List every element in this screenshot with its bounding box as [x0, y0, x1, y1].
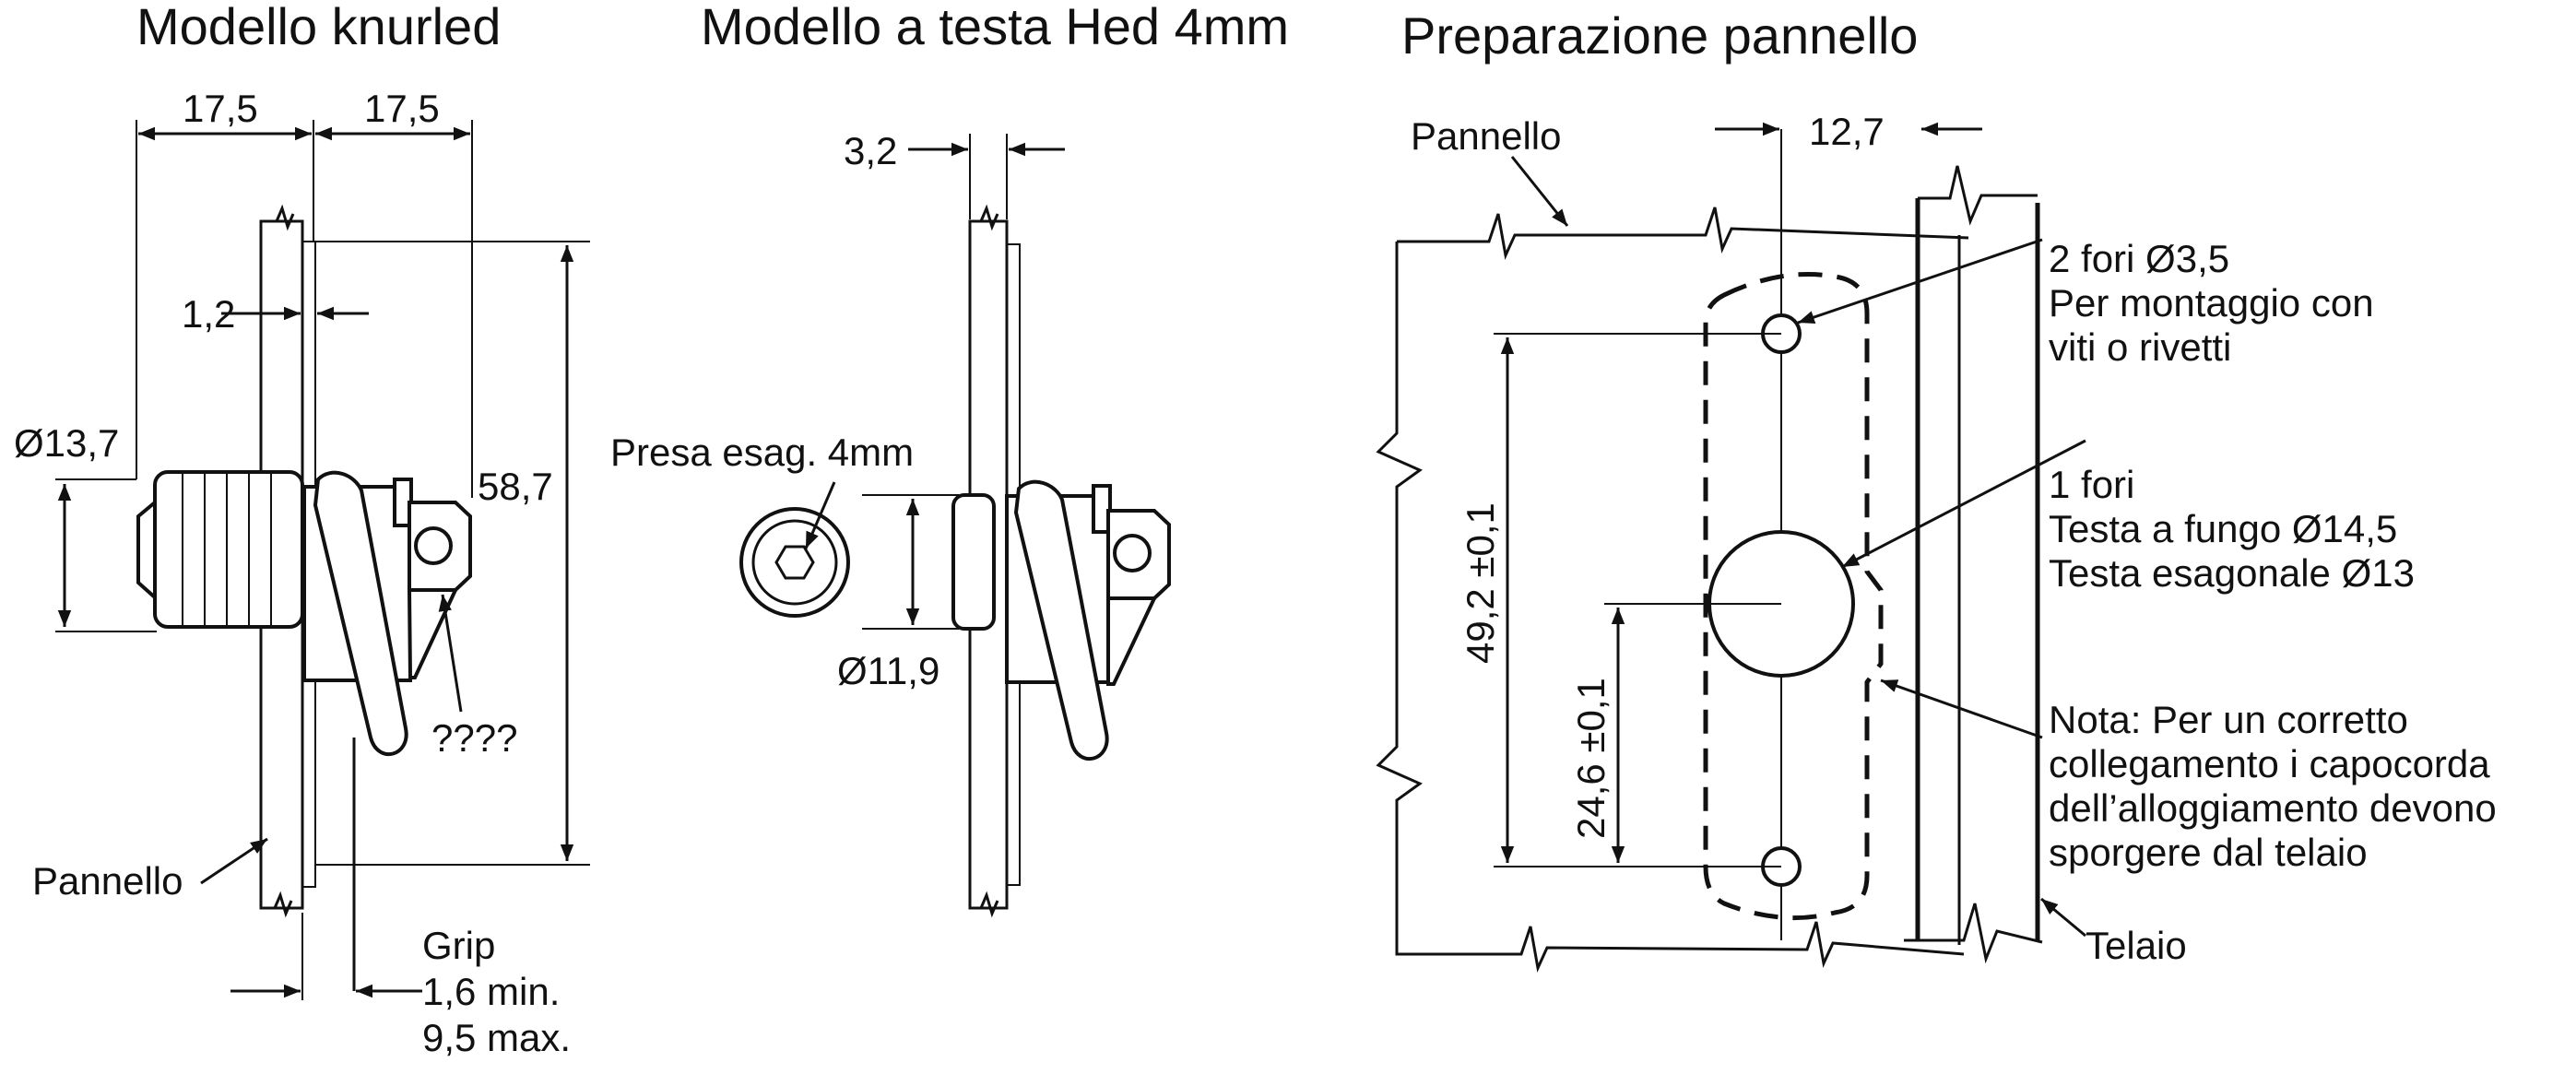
hed-model-drawing: 3,2 Presa esag. 4mm Ø11,9 [610, 129, 1171, 918]
frame-label: Telaio [2086, 924, 2187, 967]
hed-dim-head-dia-label: Ø11,9 [837, 649, 939, 692]
small-holes-label-3: viti o rivetti [2049, 325, 2231, 369]
knurled-dim-height-label: 58,7 [478, 465, 553, 508]
note-label-1: Nota: Per un corretto [2049, 698, 2408, 741]
hex-socket-label: Presa esag. 4mm [610, 431, 914, 474]
big-hole-label-1: 1 fori [2049, 463, 2134, 506]
knurled-model-drawing: 17,5 17,5 1,2 Ø13,7 58,7 ???? Pannel [14, 87, 590, 1059]
knurled-dim-left-label: 17,5 [183, 87, 258, 130]
hex-head-outer [739, 507, 850, 618]
housing-outline-dashed [1703, 272, 1884, 921]
hed-dim-panel-label: 3,2 [844, 129, 897, 172]
grip-max-label: 9,5 max. [422, 1016, 571, 1059]
small-holes-label-2: Per montaggio con [2049, 281, 2374, 325]
big-hole-label-3: Testa esagonale Ø13 [2049, 551, 2415, 595]
panel-prep-title: Preparazione pannello [1401, 6, 1918, 65]
note-label-4: sporgere dal telaio [2049, 831, 2368, 874]
big-hole-label-2: Testa a fungo Ø14,5 [2049, 507, 2397, 550]
note-label-3: dell’alloggiamento devono [2049, 786, 2497, 830]
panel-prep-panel-label: Pannello [1411, 114, 1561, 158]
knurled-unknown-label: ???? [431, 716, 517, 760]
hed-model-title: Modello a testa Hed 4mm [701, 0, 1289, 55]
knurled-cam [313, 470, 408, 757]
grip-min-label: 1,6 min. [422, 970, 560, 1013]
dim-offset-label: 12,7 [1809, 110, 1885, 153]
panel-outline [1376, 207, 1969, 974]
hed-cam [1013, 479, 1109, 761]
knurled-dim-thickness-label: 1,2 [182, 292, 235, 336]
grip-title-label: Grip [422, 924, 495, 967]
knurled-panel-label: Pannello [32, 859, 183, 903]
hex-socket-icon [774, 545, 815, 580]
panel-prep-drawing: Pannello 12,7 49,2 ±0,1 24,6 ±0,1 [1376, 110, 2497, 974]
dim-inner-label: 24,6 ±0,1 [1569, 678, 1613, 839]
knurled-knob [153, 470, 304, 629]
hed-head [951, 493, 996, 631]
knurled-dim-right-label: 17,5 [364, 87, 440, 130]
knurled-dim-knob-dia-label: Ø13,7 [14, 421, 119, 465]
dim-outer-label: 49,2 ±0,1 [1459, 502, 1502, 664]
note-label-2: collegamento i capocorda [2049, 742, 2490, 785]
small-holes-label-1: 2 fori Ø3,5 [2049, 237, 2229, 280]
knurled-model-title: Modello knurled [136, 0, 501, 55]
